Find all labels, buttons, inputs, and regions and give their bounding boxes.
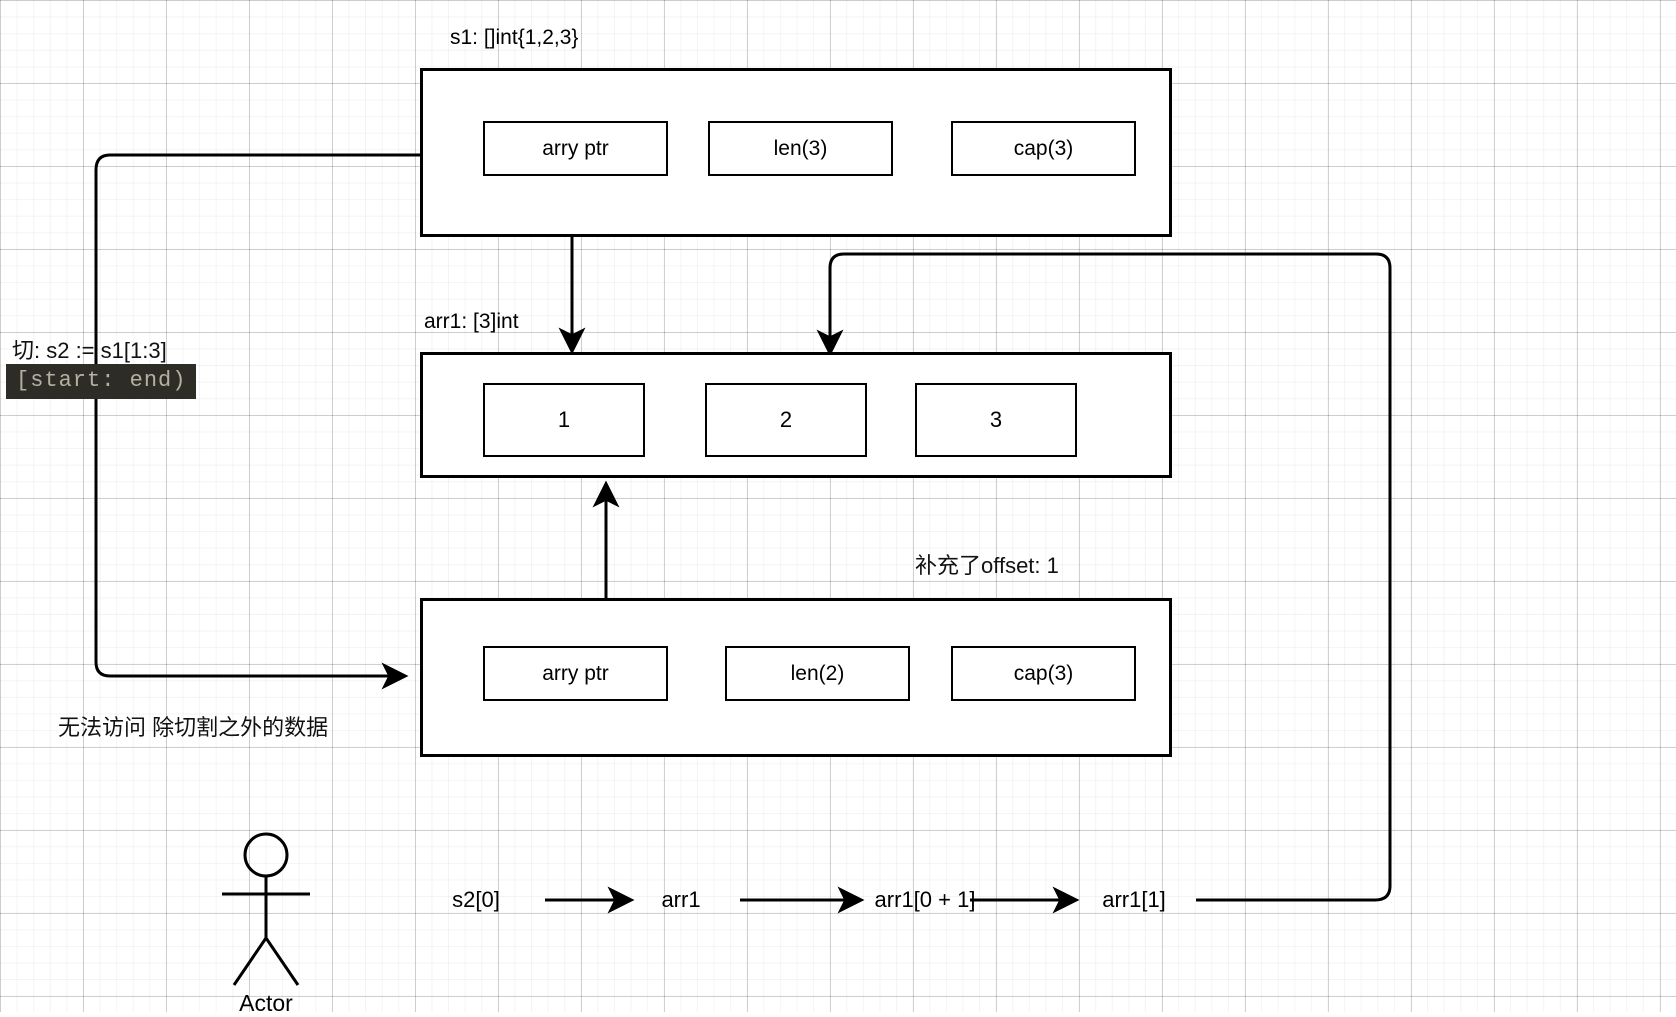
slice-s1-field-cap-label: cap(3) — [1013, 136, 1074, 160]
slice-s2-field-len-label: len(2) — [790, 661, 845, 685]
no-access-note: 无法访问 除切割之外的数据 — [58, 715, 329, 740]
slice-s2-offset-caption: 补充了offset: 1 — [915, 553, 1059, 578]
slice-s2-field-len[interactable]: len(2) — [725, 646, 910, 701]
array-arr1-cell-2-value: 3 — [989, 407, 1003, 432]
slice-s2-field-cap-label: cap(3) — [1013, 661, 1074, 685]
array-arr1-cell-0[interactable]: 1 — [483, 383, 645, 457]
flow-node-s2-index0: s2[0] — [452, 887, 500, 912]
array-arr1-caption: arr1: [3]int — [424, 310, 519, 333]
flow-node-arr1-index1: arr1[1] — [1102, 887, 1166, 912]
flow-node-arr1-offset-expr: arr1[0 + 1] — [874, 887, 976, 912]
slice-s1-caption: s1: []int{1,2,3} — [450, 26, 579, 49]
flow-node-arr1: arr1 — [661, 887, 701, 912]
array-arr1-box: 1 2 3 — [420, 352, 1172, 478]
array-arr1-cell-1[interactable]: 2 — [705, 383, 867, 457]
array-arr1-cell-0-value: 1 — [557, 407, 571, 432]
slice-s1-field-len-label: len(3) — [773, 136, 828, 160]
slice-s1-field-arry-ptr[interactable]: arry ptr — [483, 121, 668, 176]
array-arr1-cell-1-value: 2 — [779, 407, 793, 432]
slice-s2-field-arry-ptr[interactable]: arry ptr — [483, 646, 668, 701]
slice-s2-box: arry ptr len(2) cap(3) — [420, 598, 1172, 757]
array-arr1-cell-2[interactable]: 3 — [915, 383, 1077, 457]
slice-s2-field-cap[interactable]: cap(3) — [951, 646, 1136, 701]
range-notation-chip: [start: end) — [6, 364, 197, 399]
slice-s1-field-len[interactable]: len(3) — [708, 121, 893, 176]
slice-s1-box: arry ptr len(3) cap(3) — [420, 68, 1172, 237]
slice-s1-field-arry-ptr-label: arry ptr — [542, 136, 609, 160]
slice-expression-label: 切: s2 := s1[1:3] — [12, 338, 167, 363]
wire-s1-to-s2 — [94, 153, 420, 690]
slice-s1-field-cap[interactable]: cap(3) — [951, 121, 1136, 176]
actor-label: Actor — [239, 990, 293, 1016]
actor-figure — [222, 832, 310, 986]
wire-arr1idx1-to-cell2 — [816, 252, 1392, 902]
slice-s2-field-arry-ptr-label: arry ptr — [542, 661, 609, 685]
